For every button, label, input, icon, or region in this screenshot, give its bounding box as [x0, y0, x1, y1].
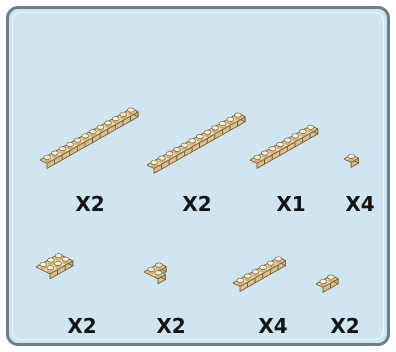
plate-1x6-illustration: [233, 257, 286, 292]
plate-1x12-illustration: [147, 113, 245, 173]
part-quantity: X4: [345, 194, 374, 214]
part-quantity: X4: [258, 316, 287, 336]
plate-1x12-illustration: [40, 108, 138, 168]
plate-2x3-illustration: [36, 254, 73, 279]
plate-1x1-illustration: [344, 154, 359, 167]
part-quantity: X1: [276, 194, 305, 214]
plate-1x8-illustration: [250, 125, 318, 168]
part-quantity: X2: [67, 316, 96, 336]
plate-1x2-illustration: [316, 275, 338, 292]
part-quantity: X2: [330, 316, 359, 336]
plate-2x2-corner-illustration: [144, 263, 166, 284]
part-quantity: X2: [75, 194, 104, 214]
part-quantity: X2: [156, 316, 185, 336]
part-quantity: X2: [182, 194, 211, 214]
